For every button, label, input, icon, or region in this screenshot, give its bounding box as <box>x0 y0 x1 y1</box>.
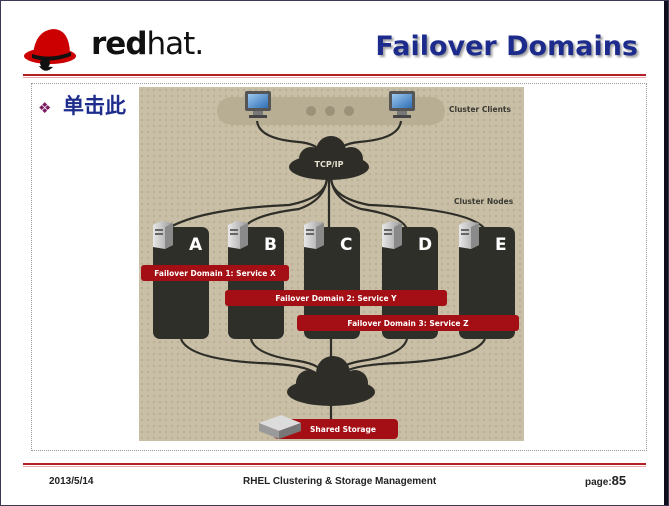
server-icon <box>382 221 402 249</box>
node-label: D <box>418 235 432 255</box>
cluster-nodes-label: Cluster Nodes <box>454 197 514 206</box>
redhat-wordmark: redhat. <box>91 26 204 62</box>
node-label: B <box>264 235 277 255</box>
cluster-node-e: E <box>459 221 515 339</box>
failover-domain-1: Failover Domain 1: Service X <box>141 265 289 281</box>
bullet-text: 单击此 <box>63 94 126 118</box>
monitor-icon <box>389 91 415 118</box>
monitor-icon <box>245 91 271 118</box>
content-placeholder <box>31 83 647 451</box>
failover-domains-diagram: Cluster Clients TCP/IP Cl <box>139 87 524 441</box>
footer-page-number: page:85 <box>585 473 627 488</box>
tcpip-label: TCP/IP <box>315 160 344 169</box>
footer-course-title: RHEL Clustering & Storage Management <box>243 476 437 487</box>
node-label: A <box>189 235 203 255</box>
footer-divider-shadow <box>23 466 646 467</box>
slide-title: Failover Domains <box>375 31 638 62</box>
server-icon <box>153 221 173 249</box>
header-divider-shadow <box>23 77 646 78</box>
node-label: E <box>495 235 507 255</box>
header-divider <box>23 74 646 76</box>
cluster-node-a: A <box>153 221 209 339</box>
storage-cloud-icon <box>287 356 375 406</box>
failover-domain-label: Failover Domain 1: Service X <box>154 269 276 278</box>
server-icon <box>459 221 479 249</box>
failover-domain-3: Failover Domain 3: Service Z <box>297 315 519 331</box>
cluster-clients-label: Cluster Clients <box>449 105 512 114</box>
shared-storage-label: Shared Storage <box>310 425 376 434</box>
failover-domain-2: Failover Domain 2: Service Y <box>225 290 447 306</box>
node-label: C <box>340 235 352 255</box>
shadowman-icon <box>24 29 76 71</box>
cluster-node-d: D <box>382 221 438 339</box>
storage-drive-icon <box>259 415 301 439</box>
server-icon <box>304 221 324 249</box>
client-tray <box>217 97 445 125</box>
failover-domain-label: Failover Domain 2: Service Y <box>275 294 397 303</box>
failover-domain-label: Failover Domain 3: Service Z <box>347 319 469 328</box>
diamond-bullet-icon: ❖ <box>38 99 52 117</box>
server-icon <box>228 221 248 249</box>
cluster-node-b: B <box>228 221 284 339</box>
shared-storage-bar <box>274 419 398 439</box>
redhat-logo <box>24 29 76 71</box>
footer-divider <box>23 463 646 465</box>
window-edge <box>664 1 668 505</box>
cluster-node-c: C <box>304 221 360 339</box>
footer-date: 2013/5/14 <box>49 476 94 487</box>
tcpip-cloud-icon <box>289 136 369 180</box>
